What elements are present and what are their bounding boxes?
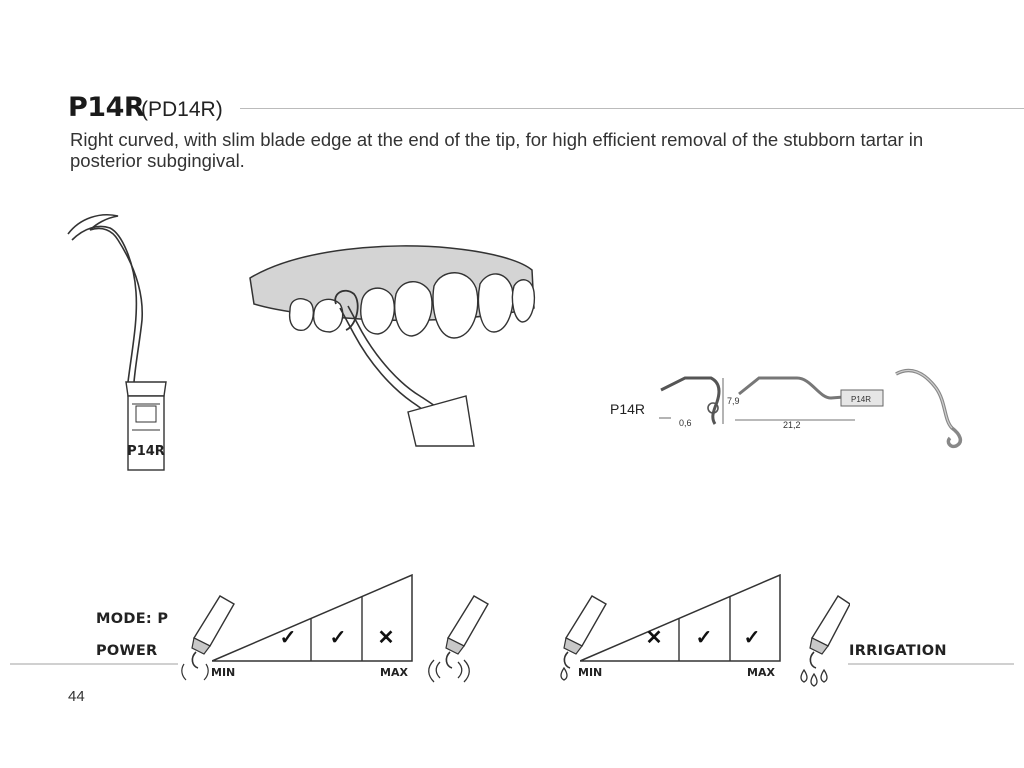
dimension-drawing: 7,9 0,6 P14R 21,2 — [659, 376, 884, 430]
dimension-height-label: 7,9 — [727, 396, 740, 406]
irrigation-gradient-wedge — [580, 574, 781, 662]
model-alt-code: (PD14R) — [141, 98, 223, 121]
title-row: P14R (PD14R) — [68, 92, 1024, 126]
tip-engraving: P14R — [127, 444, 165, 459]
irrigation-mark-2: ✓ — [695, 627, 713, 649]
irrigation-mark-3: ✓ — [743, 627, 761, 649]
irrigation-label: IRRIGATION — [849, 643, 947, 659]
power-mark-1: ✓ — [279, 627, 297, 649]
photo-engraving: P14R — [851, 395, 871, 404]
power-mark-2: ✓ — [329, 627, 347, 649]
dimension-model-label: P14R — [610, 401, 646, 417]
tip-photo — [895, 368, 963, 449]
irrigation-max-label: MAX — [747, 666, 775, 679]
footer-rule-left — [10, 663, 178, 665]
handpiece-low-power-icon — [181, 595, 235, 681]
handpiece-high-irrigation-icon — [800, 595, 850, 687]
power-max-label: MAX — [380, 666, 408, 679]
handpiece-high-power-icon — [428, 595, 489, 683]
dimension-length-label: 21,2 — [783, 420, 801, 430]
page-number: 44 — [68, 688, 85, 705]
description: Right curved, with slim blade edge at th… — [70, 129, 924, 171]
power-label: POWER — [96, 643, 158, 659]
title-rule — [240, 108, 1024, 109]
irrigation-mark-1: ✕ — [645, 627, 663, 649]
teeth-illustration — [249, 245, 536, 447]
power-gradient-wedge — [212, 574, 413, 662]
handpiece-low-irrigation-icon — [560, 595, 607, 681]
model-code: P14R — [68, 92, 145, 123]
tip-illustration: P14R — [67, 214, 167, 471]
dimension-tip-width-label: 0,6 — [679, 418, 692, 428]
power-min-label: MIN — [211, 666, 236, 679]
power-mark-3: ✕ — [377, 627, 395, 649]
mode-label: MODE: P — [96, 611, 169, 627]
footer-rule-right — [848, 663, 1014, 665]
irrigation-min-label: MIN — [578, 666, 603, 679]
